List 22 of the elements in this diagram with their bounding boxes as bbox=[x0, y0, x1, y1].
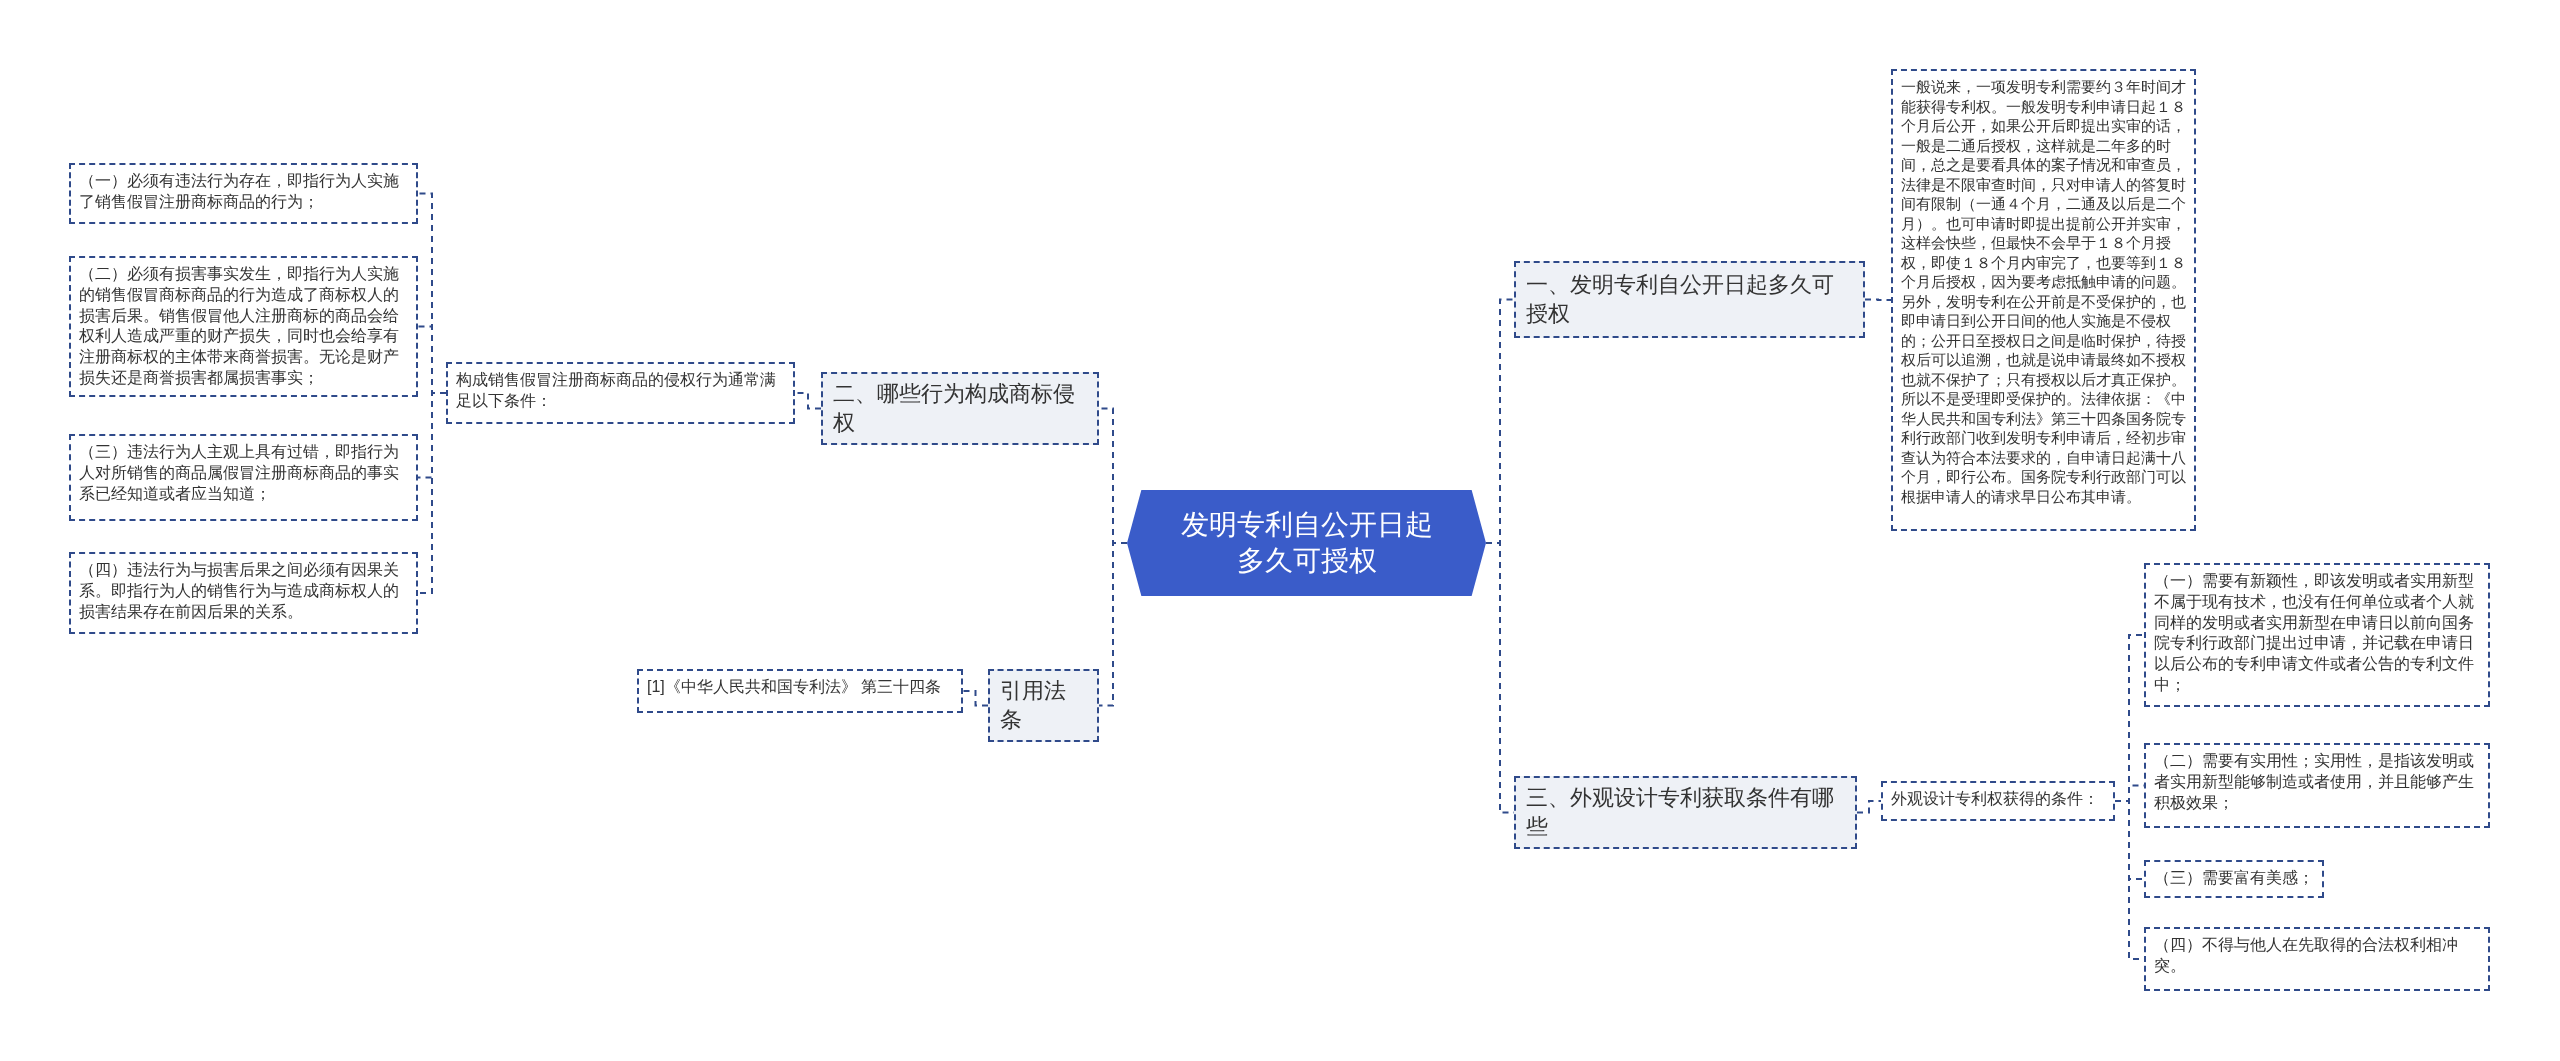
text-box: （一）需要有新颖性，即该发明或者实用新型不属于现有技术，也没有任何单位或者个人就同样的发明或者实用新型在申请日以前向国务院专利行政部门提出过申请，并记载在申请日以后公布的专利申请文件或者公告的专利文件中； bbox=[2144, 563, 2490, 707]
text-box: （一）必须有违法行为存在，即指行为人实施了销售假冒注册商标商品的行为； bbox=[69, 163, 418, 224]
text-box: （四）不得与他人在先取得的合法权利相冲突。 bbox=[2144, 927, 2490, 991]
connector-line bbox=[1864, 298, 1892, 301]
topic-box: 三、外观设计专利获取条件有哪些 bbox=[1514, 776, 1857, 850]
topic-box: 二、哪些行为构成商标侵权 bbox=[821, 372, 1099, 446]
topic-box: 引用法条 bbox=[988, 669, 1099, 743]
central-topic: 发明专利自公开日起多久可授权 bbox=[1127, 490, 1486, 596]
text-box: （二）必须有损害事实发生，即指行为人实施的销售假冒商标商品的行为造成了商标权人的损害后果。销售假冒他人注册商标的商品会给权利人造成严重的财产损失，同时也会给享有注册商标权的主体带来商誉损害。无论是财产损失还是商誉损害都属损害事实； bbox=[69, 256, 418, 397]
text-box: （三）违法行为人主观上具有过错，即指行为人对所销售的商品属假冒注册商标商品的事实系已经知道或者应当知道； bbox=[69, 434, 418, 521]
text-box: （二）需要有实用性；实用性，是指该发明或者实用新型能够制造或者使用，并且能够产生积极效果； bbox=[2144, 743, 2490, 828]
text-box: 构成销售假冒注册商标商品的侵权行为通常满足以下条件： bbox=[446, 362, 795, 424]
text-box: 一般说来，一项发明专利需要约３年时间才能获得专利权。一般发明专利申请日起１８个月后公开，如果公开后即提出实审的话，一般是二通后授权，这样就是二年多的时间，总之是要看具体的案子情况和审查员，法律是不限审查时间，只对申请人的答复时间有限制（一通４个月，二通及以后是二个月）。也可申请时即提出提前公开并实审，这样会快些，但最快不会早于１８个月授权，即使１８个月内审完了，也要等到１８个月后授权，因为要考虑抵触申请的问题。另外，发明专利在公开前是不受保护的，也即申请日到公开日间的他人实施是不侵权的；公开日至授权日之间是临时保护，待授权后可以追溯，也就是说申请最终如不授权也就不保护了；只有授权以后才真正保护。所以不是受理即受保护的。法律依据：《中华人民共和国专利法》第三十四条国务院专利行政部门收到发明专利申请后，经初步审查认为符合本法要求的，自申请日起满十八个月，即行公布。国务院专利行政部门可以根据申请人的请求早日公布其申请。 bbox=[1891, 69, 2196, 531]
connector-line bbox=[962, 690, 989, 707]
connector-line bbox=[417, 392, 447, 594]
connector-line bbox=[1856, 800, 1882, 814]
text-box: （四）违法行为与损害后果之间必须有因果关系。即指行为人的销售行为与造成商标权人的损害结果存在前因后果的关系。 bbox=[69, 552, 418, 634]
text-box: [1]《中华人民共和国专利法》 第三十四条 bbox=[637, 669, 963, 713]
text-box: （三）需要富有美感； bbox=[2144, 860, 2324, 898]
topic-box: 一、发明专利自公开日起多久可授权 bbox=[1514, 261, 1865, 338]
text-box: 外观设计专利权获得的条件： bbox=[1881, 781, 2115, 821]
connector-line bbox=[1098, 542, 1128, 707]
